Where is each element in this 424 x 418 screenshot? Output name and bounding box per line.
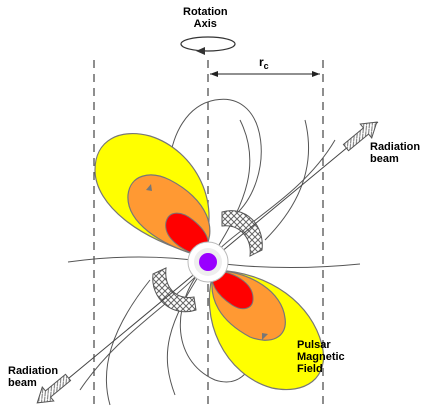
corotation-radius-arrow (210, 71, 320, 77)
radiation-beam-left-line2: beam (8, 377, 37, 389)
pulsar-star (187, 241, 229, 283)
radiation-beam-right-label: Radiation beam (370, 141, 420, 165)
hatched-region-upper-right (221, 210, 263, 257)
corotation-radius-symbol: r (259, 55, 264, 69)
rotation-axis-label-line2: Axis (193, 18, 217, 30)
lower-lobe-inner (211, 269, 254, 310)
radiation-beam-left-line1: Radiation (8, 365, 59, 377)
rotation-axis-label-line1: Rotation (183, 6, 228, 18)
radiation-beam-right-line2: beam (370, 153, 399, 165)
upper-left-lobe (94, 132, 211, 258)
radiation-beam-arrow-left-icon (36, 373, 72, 404)
radiation-beam-arrow-right-icon (342, 121, 378, 152)
radiation-beam-right-line1: Radiation (370, 141, 421, 153)
radiation-beam-left-label: Radiation beam (8, 365, 58, 389)
magnetic-field-label: Pulsar Magnetic Field (297, 339, 345, 375)
rotation-arrow-icon (180, 36, 236, 55)
magnetic-field-line2: Magnetic (297, 351, 345, 363)
rotation-axis-label: Rotation Axis (183, 6, 228, 30)
magnetic-field-line1: Pulsar (297, 339, 331, 351)
corotation-radius-label: rc (259, 56, 269, 72)
magnetic-field-line3: Field (297, 363, 323, 375)
hatched-region-lower-left (152, 267, 197, 313)
hatched-regions (152, 210, 263, 313)
corotation-radius-subscript: c (263, 61, 269, 71)
lower-right-lobe (208, 269, 325, 390)
